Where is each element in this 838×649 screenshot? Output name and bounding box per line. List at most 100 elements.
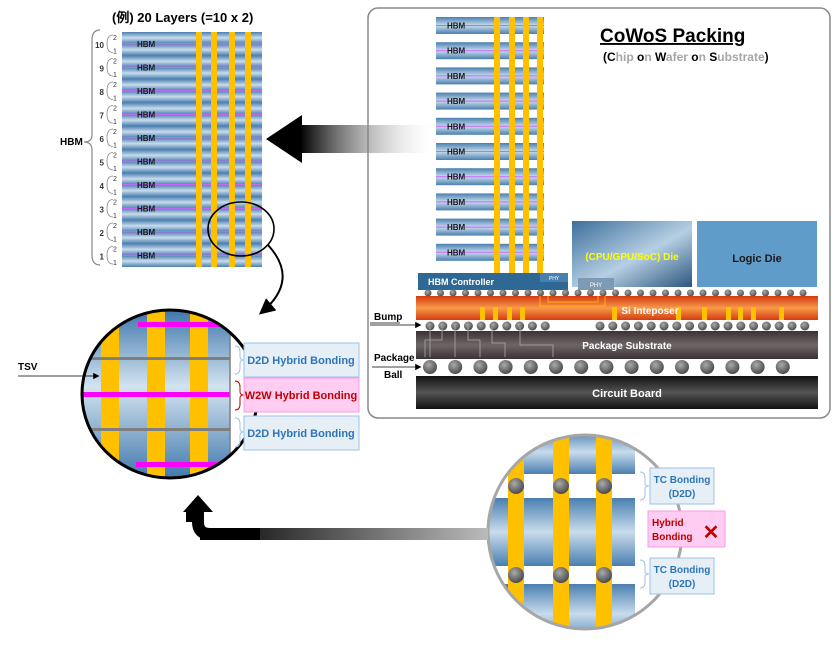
hbm-die-upper (122, 79, 262, 91)
micro-bump (449, 289, 457, 297)
interposer-label: Si Inteposer (621, 306, 678, 317)
layer-index: 2 (100, 229, 105, 238)
hbm-controller (418, 273, 568, 290)
micro-bump (749, 289, 757, 297)
micro-bump (624, 289, 632, 297)
subtitle-part: o (691, 50, 698, 64)
c4-bump (723, 321, 733, 331)
cowos-panel (367, 7, 831, 419)
package-ball (549, 360, 563, 374)
layer-brace (106, 175, 114, 194)
package-ball (675, 360, 689, 374)
tsv-column (196, 32, 202, 267)
sub-layer-top: 2 (113, 59, 117, 66)
micro-bump (687, 289, 694, 297)
package-ball-label-2: Ball (384, 370, 403, 381)
cowos-hbm-label: HBM (447, 22, 466, 31)
sub-layer-top: 2 (113, 153, 117, 160)
bump-label: Bump (374, 312, 402, 323)
cowos-hbm-label: HBM (447, 173, 466, 182)
c4-bump (736, 321, 746, 331)
hbm-die-lower (122, 114, 262, 126)
interposer-via (702, 307, 707, 320)
tsv-column (211, 32, 217, 267)
cowos-hbm-label: HBM (447, 198, 466, 207)
bond-w2w: W2W Hybrid Bonding (243, 377, 360, 413)
cowos-hbm-label: HBM (447, 223, 466, 232)
stack-title: (例) 20 Layers (=10 x 2) (112, 10, 253, 25)
c4-bump (646, 321, 656, 331)
micro-bump (674, 289, 682, 297)
subtitle-part: ( (603, 50, 607, 64)
hbm-die-upper (122, 55, 262, 68)
layer-brace (106, 152, 114, 171)
micro-bump (474, 289, 482, 297)
sub-layer-bottom: 1 (113, 237, 117, 244)
c4-bump (425, 321, 435, 331)
package-ball (523, 360, 538, 374)
sub-layer-top: 2 (113, 247, 117, 254)
sub-layer-top: 2 (113, 106, 117, 113)
tsv-column (523, 17, 529, 289)
hbm-layer-label: HBM (137, 63, 156, 72)
hbm-die-upper (122, 149, 262, 162)
hbm-die-lower (122, 184, 262, 197)
package-ball (624, 360, 639, 374)
c4-bump (527, 321, 537, 331)
interposer-routing (539, 296, 606, 307)
cowos-hbm-label: HBM (447, 248, 466, 257)
hbm-die-lower (122, 208, 262, 220)
c4-bump (633, 321, 643, 331)
hbm-die-upper (122, 243, 262, 256)
hbm-layer-label: HBM (137, 40, 156, 49)
package-ball (473, 360, 488, 374)
zoom-circle (207, 201, 275, 257)
micro-bump (737, 289, 744, 297)
subtitle-part: n (644, 50, 655, 64)
sub-layer-bottom: 1 (113, 190, 117, 197)
layer-brace (106, 34, 114, 53)
processor-die (572, 221, 692, 287)
cowos-hbm-label: HBM (447, 97, 466, 106)
subtitle-part: ) (765, 50, 769, 64)
micro-bump (562, 289, 569, 297)
layer-index: 5 (100, 158, 105, 167)
package-ball (599, 360, 614, 374)
layer-index: 4 (100, 182, 105, 191)
processor-die-label: (CPU/GPU/SoC) Die (585, 252, 679, 263)
sub-layer-top: 2 (113, 35, 117, 42)
layer-index: 1 (100, 252, 105, 261)
micro-bump (799, 289, 807, 297)
substrate-routing (424, 327, 554, 357)
interposer-via (507, 307, 512, 320)
hybrid-bond-rejected: Hybrid Bonding ✕ (647, 510, 726, 548)
micro-bump (437, 289, 444, 297)
layer-index: 10 (95, 41, 104, 50)
interposer-via (612, 307, 617, 320)
micro-bump (712, 289, 719, 297)
hbm-layer-label: HBM (137, 110, 156, 119)
tsv-column (553, 435, 569, 629)
cowos-title: CoWoS Packing (600, 26, 745, 47)
cowos-hbm-label: HBM (447, 47, 466, 56)
logic-die (697, 221, 817, 287)
substrate-label: Package Substrate (582, 341, 672, 352)
micro-bump (724, 289, 732, 297)
subtitle-part: hip (616, 50, 637, 64)
micro-bumps (424, 289, 807, 297)
package-balls (423, 360, 790, 374)
sub-layer-bottom: 1 (113, 143, 117, 150)
package-ball-label-1: Package (374, 353, 415, 364)
micro-bump (762, 289, 769, 297)
c4-bump (685, 321, 695, 331)
hybrid-bonding-detail (82, 310, 258, 478)
hbm-die-upper (122, 32, 262, 44)
bond-d2d-bottom: D2D Hybrid Bonding (243, 415, 360, 451)
c4-bump (451, 321, 461, 331)
sub-layer-bottom: 1 (113, 166, 117, 173)
interposer-via (738, 307, 743, 320)
hbm-die-upper (122, 126, 262, 138)
package-substrate (416, 331, 818, 359)
